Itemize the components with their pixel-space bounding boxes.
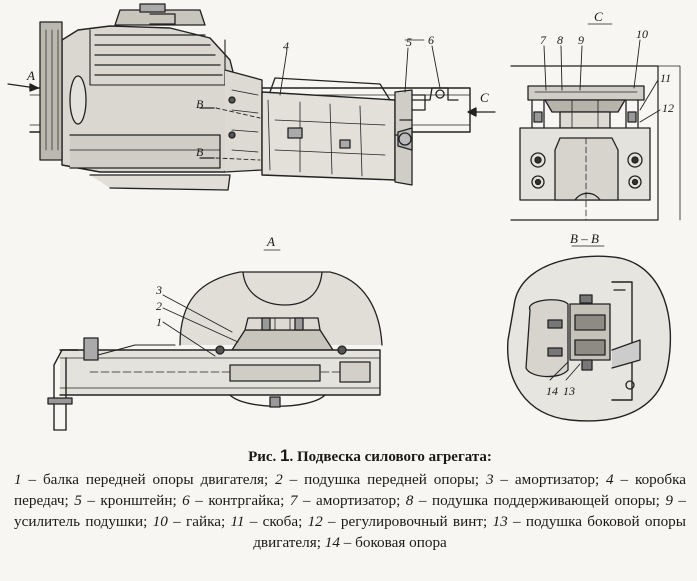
legend-item-text: – амортизатор; (297, 492, 406, 509)
legend-item-number: 11 (230, 513, 245, 530)
caption-title: Рис. 1. Подвеска силового агрегата: (54, 446, 686, 467)
legend-item-text: – усилитель подушки; (14, 492, 687, 530)
legend-item-number: 3 (485, 471, 494, 488)
legend-item-number: 2 (275, 471, 283, 488)
section-label-bb: B – B (570, 231, 599, 246)
legend-item-text: – регулировочный винт; (322, 513, 493, 530)
view-a-drawing (47, 249, 383, 431)
section-mark-b-upper: B (196, 97, 204, 111)
callout-12: 12 (662, 101, 674, 115)
callout-6: 6 (428, 33, 434, 47)
power-unit-side-view (7, 3, 496, 191)
caption-figure-number: 1 (280, 446, 290, 465)
legend-item-number: 14 (324, 534, 340, 551)
callout-3: 3 (156, 283, 162, 297)
legend-item-text: – амортизатор; (493, 471, 607, 488)
legend-item-text: – контргайка; (189, 492, 290, 509)
caption-legend: 1 – балка передней опоры двигателя; 2 – … (14, 469, 686, 553)
legend-item-text: – боковая опора (339, 534, 447, 551)
callout-7: 7 (540, 33, 546, 47)
callout-14: 14 (546, 384, 558, 398)
caption-title-text: . Подвеска силового агрегата: (289, 449, 492, 465)
callout-5: 5 (406, 35, 412, 49)
callout-9: 9 (578, 33, 584, 47)
legend-item-number: 10 (152, 513, 168, 530)
callout-13: 13 (563, 384, 575, 398)
section-bb-drawing (507, 245, 672, 422)
view-label-c: C (594, 9, 603, 24)
section-mark-b-lower: B (196, 145, 204, 159)
callout-10: 10 (636, 27, 648, 41)
view-c-drawing (510, 23, 681, 221)
arrow-label-c: C (480, 90, 489, 105)
technical-drawing: A C C A B – B B B 4 5 6 7 8 9 10 11 12 3… (7, 3, 681, 431)
legend-item-number: 6 (182, 492, 190, 509)
callout-2: 2 (156, 299, 162, 313)
caption-prefix: Рис. (248, 449, 277, 465)
legend-item-number: 13 (492, 513, 508, 530)
legend-item-text: – коробка передач; (14, 471, 686, 509)
legend-item-number: 8 (405, 492, 414, 509)
legend-item-number: 4 (606, 471, 614, 488)
legend-item-number: 9 (665, 492, 673, 509)
legend-item-text: – гайка; (167, 513, 231, 530)
legend-item-text: – кронштейн; (81, 492, 183, 509)
drawing-canvas (7, 3, 681, 431)
legend-item-number: 1 (14, 471, 22, 488)
legend-item-number: 7 (289, 492, 298, 509)
callout-4: 4 (283, 39, 289, 53)
callout-1: 1 (156, 315, 162, 329)
legend-item-number: 12 (307, 513, 323, 530)
legend-item-text: – скоба; (244, 513, 308, 530)
legend-item-text: – подушка поддерживающей опоры; (413, 492, 666, 509)
legend-item-number: 5 (74, 492, 82, 509)
legend-item-text: – балка передней опоры двигателя; (21, 471, 276, 488)
legend-item-text: – подушка передней опоры; (282, 471, 486, 488)
callout-11: 11 (660, 71, 672, 85)
legend-item-text: – подушка боковой опоры двигателя; (253, 513, 686, 551)
arrow-label-a: A (27, 68, 35, 83)
figure-caption: Рис. 1. Подвеска силового агрегата: 1 – … (14, 446, 686, 553)
callout-8: 8 (557, 33, 563, 47)
view-label-a: A (267, 234, 275, 249)
